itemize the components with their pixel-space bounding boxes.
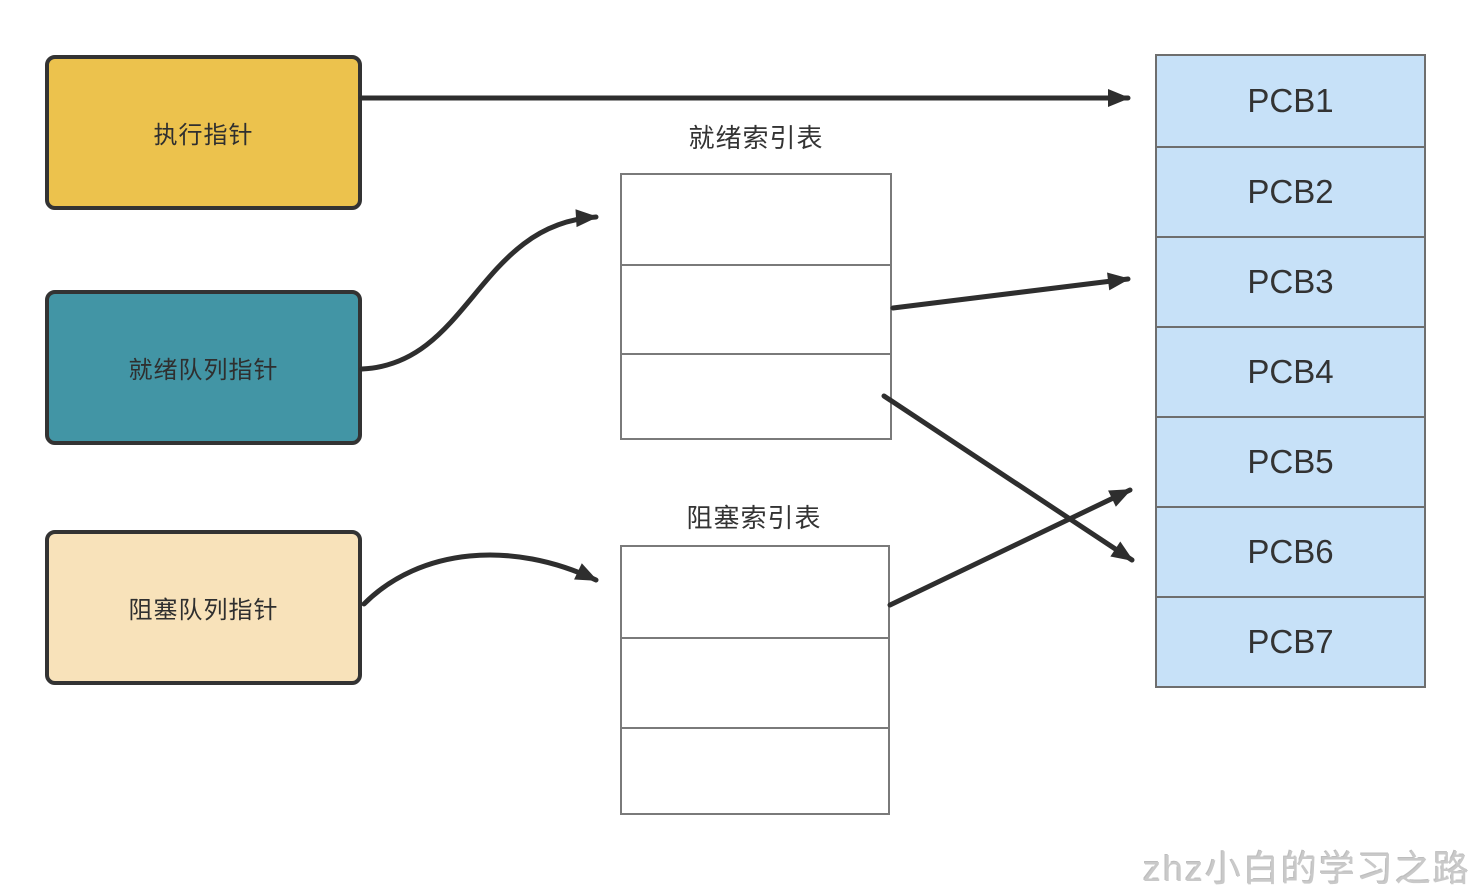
arrow-ready-row3-to-pcb6 [881, 393, 1135, 563]
blocked-index-table [620, 545, 890, 815]
exec-pointer-label: 执行指针 [153, 122, 254, 149]
pcb-column: PCB1 PCB2 PCB3 PCB4 PCB5 PCB6 PCB7 [1155, 54, 1426, 688]
ready-index-row-2 [622, 264, 890, 353]
pcb-cell-3-label: PCB3 [1247, 263, 1334, 300]
pcb-cell-4: PCB4 [1157, 326, 1424, 416]
blocked-index-row-3 [622, 727, 888, 817]
pcb-cell-2-label: PCB2 [1247, 173, 1334, 210]
pcb-cell-1-label: PCB1 [1247, 82, 1334, 119]
pcb-cell-3: PCB3 [1157, 236, 1424, 326]
pcb-cell-5-label: PCB5 [1247, 443, 1334, 480]
blocked-index-table-title: 阻塞索引表 [686, 503, 822, 533]
ready-index-row-1 [622, 175, 890, 264]
arrow-ready-pointer-to-ready-table [359, 209, 599, 372]
pcb-cell-1: PCB1 [1157, 56, 1424, 146]
pcb-cell-7: PCB7 [1157, 596, 1424, 686]
pcb-cell-6-label: PCB6 [1247, 533, 1334, 570]
watermark-text: zhz小白的学习之路 [1142, 848, 1471, 889]
arrow-blocked-row1-to-pcb5 [887, 487, 1133, 608]
exec-pointer-box: 执行指针 [45, 55, 362, 210]
arrow-blocked-pointer-to-blocked-table [361, 552, 599, 607]
pcb-cell-2: PCB2 [1157, 146, 1424, 236]
ready-index-row-3 [622, 353, 890, 442]
ready-queue-pointer-box: 就绪队列指针 [45, 290, 362, 445]
blocked-index-row-2 [622, 637, 888, 727]
ready-index-table-title: 就绪索引表 [688, 123, 824, 153]
blocked-queue-pointer-label: 阻塞队列指针 [128, 597, 279, 624]
blocked-queue-pointer-box: 阻塞队列指针 [45, 530, 362, 685]
pcb-cell-4-label: PCB4 [1247, 353, 1334, 390]
arrow-ready-row2-to-pcb3 [890, 272, 1131, 311]
ready-index-table [620, 173, 892, 440]
blocked-index-row-1 [622, 547, 888, 637]
pcb-cell-6: PCB6 [1157, 506, 1424, 596]
pcb-cell-5: PCB5 [1157, 416, 1424, 506]
pcb-cell-7-label: PCB7 [1247, 623, 1334, 660]
ready-queue-pointer-label: 就绪队列指针 [128, 357, 279, 384]
